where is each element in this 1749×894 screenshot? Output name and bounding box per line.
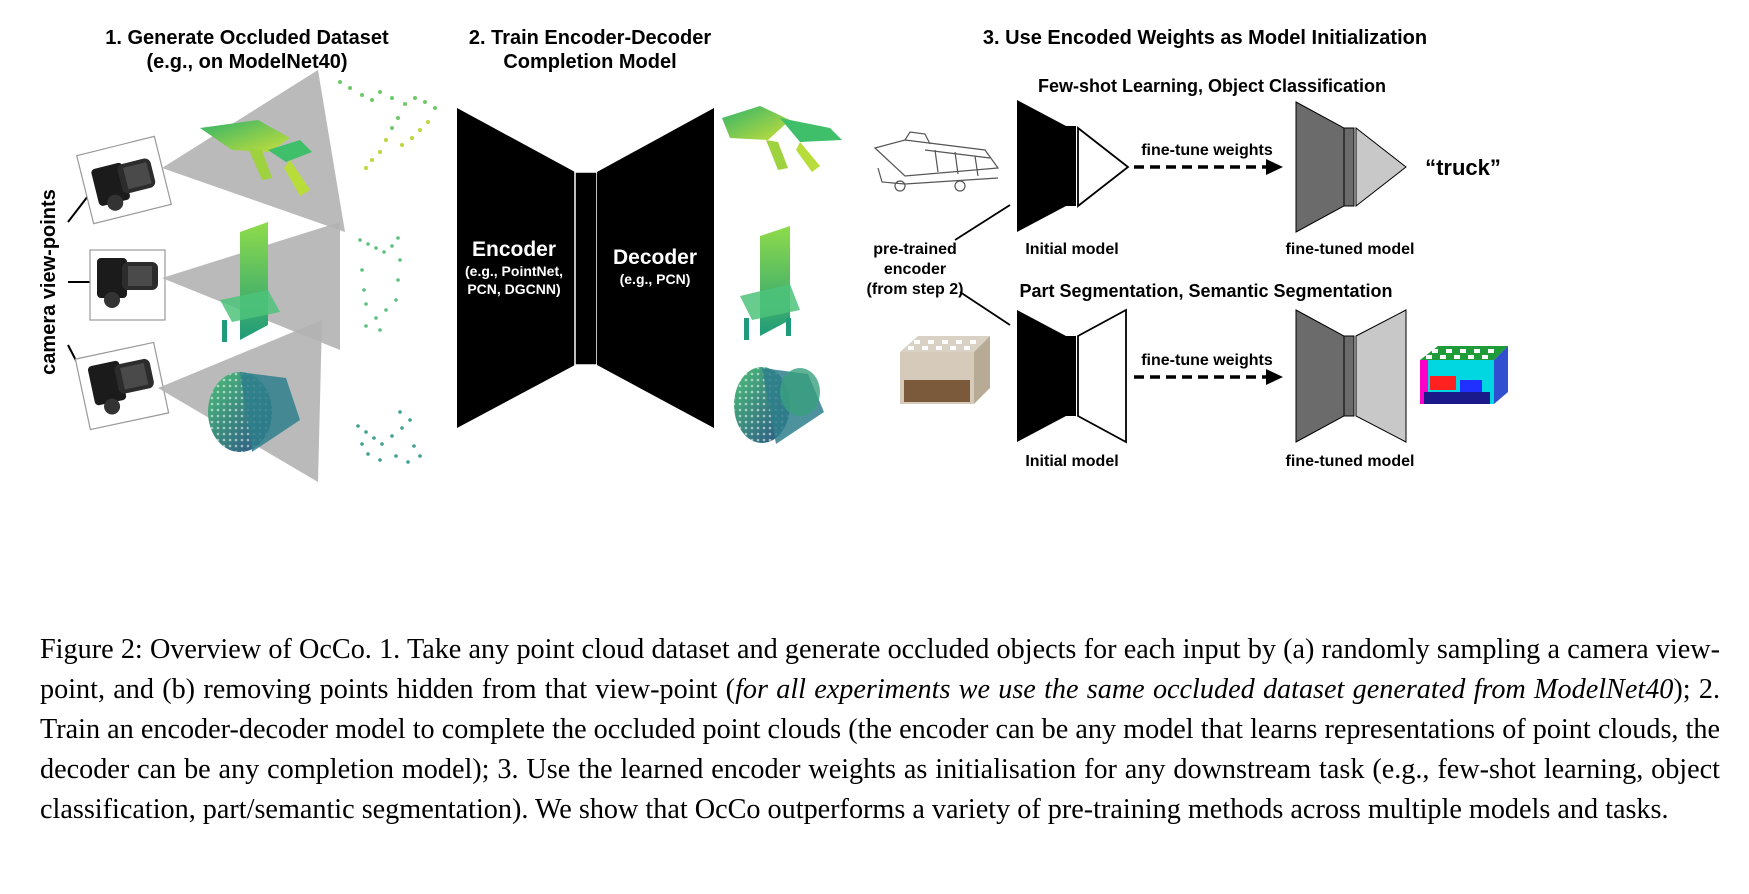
decoder-block [597,108,714,428]
task2-title: Part Segmentation, Semantic Segmentation [1019,281,1392,301]
segmented-room-cloud [1420,346,1508,404]
encoder-block [457,108,575,428]
truck-point-cloud [873,131,1000,192]
segmentation-finetuned-model [1295,309,1407,443]
finetune-label-2: fine-tune weights [1141,352,1273,369]
plant-partial-cloud [200,120,312,196]
step3-title: 3. Use Encoded Weights as Model Initiali… [983,27,1427,49]
classification-finetuned-model [1295,101,1407,233]
pretrained-line1: pre-trained [873,241,957,258]
caption-part1: Figure 2: Overview of OcCo. 1. Take any … [40,634,1720,705]
initial-model-label-1: Initial model [1025,241,1118,258]
camera-icon-1 [75,135,173,225]
decoder-examples: (e.g., PCN) [620,271,691,287]
step2-title-line1: 2. Train Encoder-Decoder [469,27,712,49]
encoder-examples-line2: PCN, DGCNN) [467,281,560,297]
bottleneck-block [574,171,598,366]
finetuned-model-label-1: fine-tuned model [1286,241,1415,258]
step1-title-line1: 1. Generate Occluded Dataset [105,27,389,49]
room-point-cloud [900,336,990,404]
caption-part2: ); 2. Train an encoder-decoder model to … [40,674,1721,825]
finetune-arrow-2-head [1266,369,1283,385]
pretrained-line3: (from step 2) [867,281,964,298]
segmentation-initial-model [1017,308,1127,444]
step1-title-line2: (e.g., on ModelNet40) [146,51,347,73]
finetuned-model-label-2: fine-tuned model [1286,453,1415,470]
chair-completed-cloud [740,226,800,340]
truck-output-label: “truck” [1425,155,1501,180]
plant-occluded-cloud [338,80,437,170]
cup-partial-cloud [208,372,300,452]
finetune-label-1: fine-tune weights [1141,142,1273,159]
camera-pointer-line-1 [67,195,89,223]
chair-occluded-cloud [358,236,402,332]
caption-italic: for all experiments we use the same occl… [735,674,1674,705]
task1-title: Few-shot Learning, Object Classification [1038,76,1386,96]
encoder-label: Encoder [472,238,556,261]
cup-occluded-cloud [356,410,422,464]
cup-completed-cloud [734,367,824,444]
step2-title-line2: Completion Model [503,51,676,73]
initial-model-label-2: Initial model [1025,453,1118,470]
camera-icon-3 [74,341,170,431]
camera-viewpoints-label: camera view-points [38,189,60,375]
classification-initial-model [1017,100,1130,232]
encoder-examples-line1: (e.g., PointNet, [465,263,563,279]
decoder-label: Decoder [613,246,697,269]
figure-caption: Figure 2: Overview of OcCo. 1. Take any … [40,630,1720,830]
camera-icon-2 [89,249,166,321]
chair-partial-cloud [220,222,280,342]
pretrained-pointer-top [954,204,1011,241]
pretrained-pointer-bottom [959,291,1011,326]
finetune-arrow-1-head [1266,159,1283,175]
plant-completed-cloud [722,106,842,172]
pretrained-line2: encoder [884,261,946,278]
